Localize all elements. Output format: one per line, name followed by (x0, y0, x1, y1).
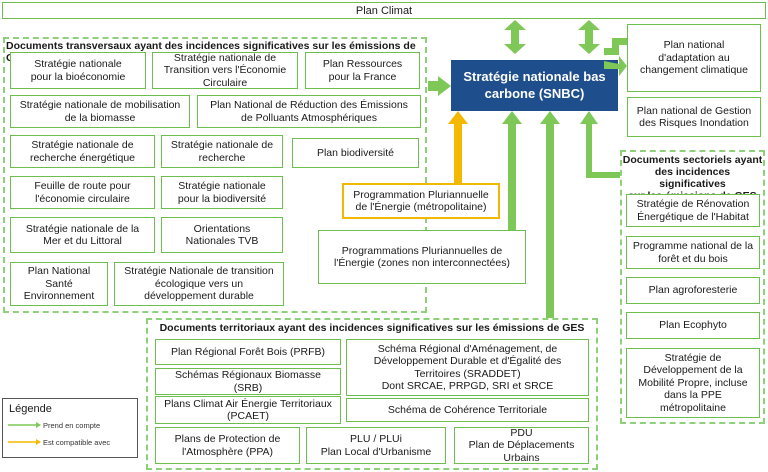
arrow-territorial-snbc (540, 111, 560, 318)
transverse-item-recherche-energetique: Stratégie nationale de recherche énergét… (10, 135, 155, 168)
sectoriel-item-renovation: Stratégie de Rénovation Énergétique de l… (626, 194, 760, 227)
territorial-item-sraddet: Schéma Régional d'Aménagement, de Dévelo… (346, 339, 589, 396)
transverse-item-pnse: Plan National Santé Environnement (10, 262, 108, 306)
plan-climat-label: Plan Climat (355, 4, 413, 17)
sectoriel-item-foret-bois: Programme national de la forêt et du boi… (626, 236, 760, 269)
territorial-item-ppa: Plans de Protection de l'Atmosphère (PPA… (155, 427, 300, 464)
legend-green-arrow (8, 422, 41, 428)
transverse-item-sntedd: Stratégie Nationale de transition écolog… (114, 262, 284, 306)
sectoriel-item-ecophyto: Plan Ecophyto (626, 312, 760, 339)
arrow-adaptation-snbc (604, 38, 627, 76)
transverse-item-strategie-biodiversite: Stratégie nationale pour la biodiversité (161, 176, 283, 209)
transverse-item-mobilisation-biomasse: Stratégie nationale de mobilisation de l… (10, 95, 190, 128)
arrow-plan-climat-snbc (504, 20, 526, 54)
sectoriel-item-agroforesterie: Plan agroforesterie (626, 277, 760, 304)
arrow-sectoriel-snbc (580, 111, 620, 178)
sectoriel-item-mobilite-propre: Stratégie de Développement de la Mobilit… (626, 348, 760, 418)
territorial-item-pdu: PDU Plan de Déplacements Urbains (454, 427, 589, 464)
snbc-box: Stratégie nationale bas carbone (SNBC) (451, 60, 618, 111)
plan-adaptation-box: Plan national d'adaptation au changement… (627, 24, 761, 92)
transverse-item-plan-ressources: Plan Ressources pour la France (305, 52, 420, 89)
transverse-item-recherche: Stratégie nationale de recherche (161, 135, 283, 168)
territorial-item-plu: PLU / PLUi Plan Local d'Urbanisme (306, 427, 446, 464)
ppe-zni-box: Programmations Pluriannuelles de l'Énerg… (318, 230, 526, 284)
territorial-title: Documents territoriaux ayant des inciden… (159, 322, 585, 334)
legend-title: Légende (9, 403, 52, 415)
arrow-ppe-metro-snbc (448, 111, 468, 183)
plan-inondation-box: Plan national de Gestion des Risques Ino… (627, 97, 761, 137)
territorial-item-pcaet: Plans Climat Air Énergie Territoriaux (P… (155, 396, 341, 424)
legend-yellow-arrow (8, 439, 41, 445)
transverse-item-mer-littoral: Stratégie nationale de la Mer et du Litt… (10, 217, 155, 253)
plan-climat-box: Plan Climat (2, 2, 766, 19)
legend-compatible-label: Est compatible avec (43, 438, 111, 447)
transverse-title: Documents transversaux ayant des inciden… (6, 40, 416, 64)
transverse-item-tvb: Orientations Nationales TVB (161, 217, 283, 253)
legend: Légende Prend en compte Est compatible a… (2, 398, 138, 458)
arrow-ppe-zni-snbc (502, 111, 522, 230)
legend-prend-en-compte-label: Prend en compte (43, 421, 101, 430)
territorial-item-srb: Schémas Régionaux Biomasse (SRB) (155, 368, 341, 395)
transverse-item-plan-biodiversite: Plan biodiversité (292, 138, 419, 168)
arrow-plan-climat-adaptation (578, 20, 600, 54)
territorial-item-prfb: Plan Régional Forêt Bois (PRFB) (155, 339, 341, 365)
arrow-transverse-snbc (428, 76, 451, 96)
ppe-metropolitaine-box: Programmation Pluriannuelle de l'Énergie… (342, 183, 500, 219)
transverse-item-bioeconomie: Stratégie nationale pour la bioéconomie (10, 52, 146, 89)
territorial-item-scot: Schéma de Cohérence Territoriale (346, 398, 589, 422)
transverse-item-feuille-route: Feuille de route pour l'économie circula… (10, 176, 155, 209)
transverse-item-prepa: Plan National de Réduction des Émissions… (197, 95, 421, 128)
transverse-item-economie-circulaire: Stratégie nationale de Transition vers l… (152, 52, 298, 89)
